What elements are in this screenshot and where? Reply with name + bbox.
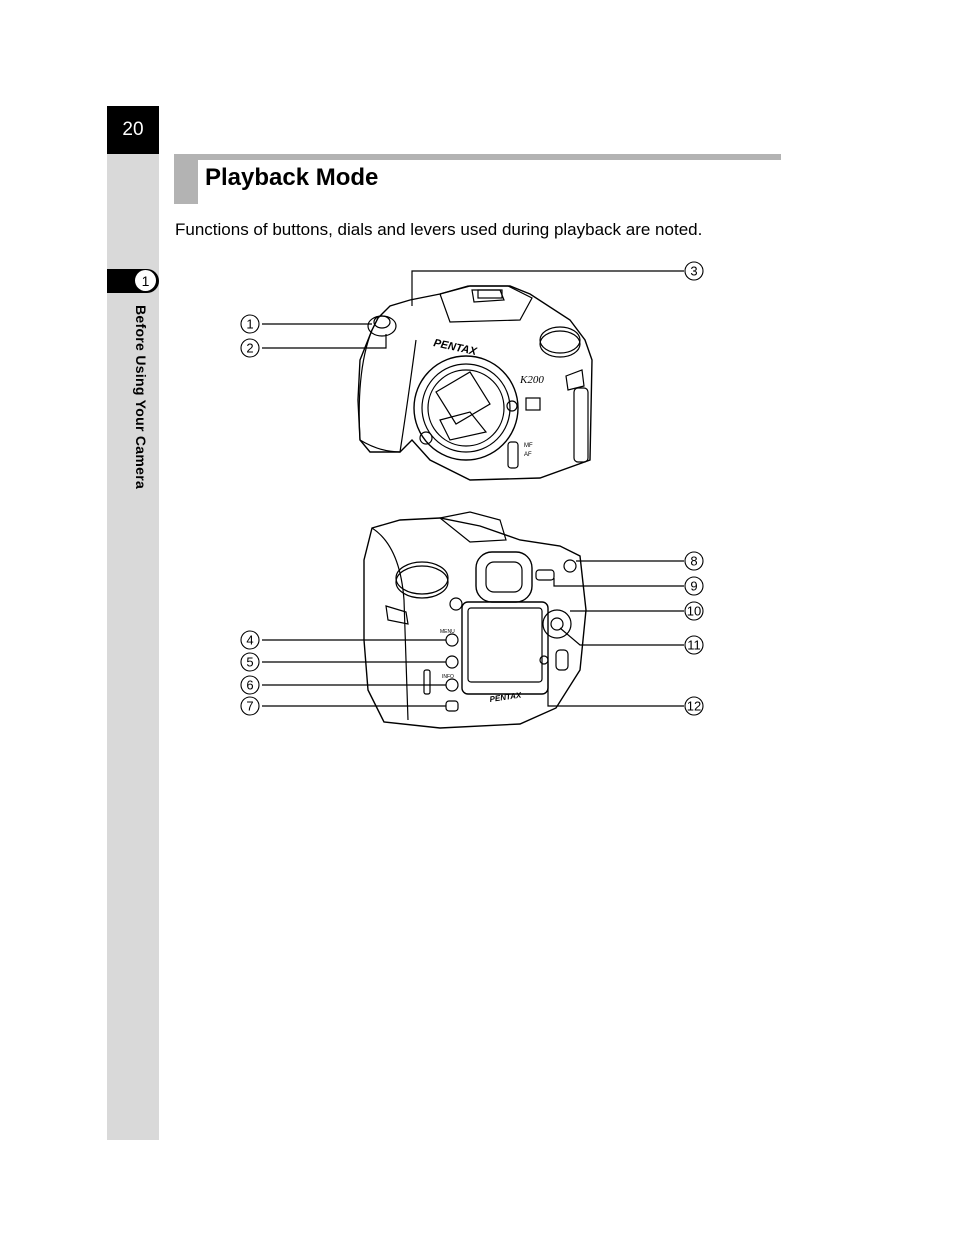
callout-label-2: 2 bbox=[246, 341, 253, 356]
callout-line-12 bbox=[547, 664, 684, 707]
chapter-number: 1 bbox=[135, 270, 156, 291]
callout-circle-1 bbox=[240, 314, 260, 334]
callout-label-1: 1 bbox=[246, 317, 253, 332]
callout-circle-4 bbox=[240, 630, 260, 650]
callout-line-2 bbox=[262, 334, 387, 349]
callout-line-11 bbox=[559, 627, 684, 646]
section-marker bbox=[174, 154, 198, 204]
callout-circle-9 bbox=[684, 576, 704, 596]
callout-circle-7 bbox=[240, 696, 260, 716]
callout-circle-12 bbox=[684, 696, 704, 716]
focus-mode-label-mf: MF bbox=[524, 443, 533, 449]
section-intro: Functions of buttons, dials and levers u… bbox=[175, 220, 703, 239]
callout-label-10: 10 bbox=[687, 604, 701, 619]
front-model-logo: K200 bbox=[519, 374, 544, 386]
callout-line-9 bbox=[553, 578, 684, 587]
callout-circle-8 bbox=[684, 551, 704, 571]
callout-label-12: 12 bbox=[687, 699, 701, 714]
camera-rear-illustration bbox=[363, 511, 587, 729]
chapter-title: Before Using Your Camera bbox=[133, 305, 149, 490]
callout-label-8: 8 bbox=[690, 554, 697, 569]
camera-front-illustration bbox=[357, 285, 593, 481]
callout-circle-10 bbox=[684, 601, 704, 621]
callout-markers bbox=[240, 261, 704, 716]
callout-label-11: 11 bbox=[687, 638, 701, 653]
callout-label-4: 4 bbox=[246, 633, 253, 648]
callout-circle-11 bbox=[684, 635, 704, 655]
page-number: 20 bbox=[107, 106, 159, 154]
callout-label-7: 7 bbox=[246, 699, 253, 714]
info-button-label: INFO bbox=[442, 674, 454, 680]
menu-button-label: MENU bbox=[440, 629, 455, 635]
front-brand-logo: PENTAX bbox=[432, 337, 478, 358]
callout-label-9: 9 bbox=[690, 579, 697, 594]
rear-brand-logo: PENTAX bbox=[489, 691, 522, 704]
callout-circle-6 bbox=[240, 675, 260, 695]
callout-label-5: 5 bbox=[246, 655, 253, 670]
callout-circle-2 bbox=[240, 338, 260, 358]
section-rule bbox=[174, 154, 781, 160]
callout-label-3: 3 bbox=[690, 264, 697, 279]
focus-mode-label-af: AF bbox=[524, 452, 532, 458]
callout-label-6: 6 bbox=[246, 678, 253, 693]
callout-circle-5 bbox=[240, 652, 260, 672]
callout-line-3 bbox=[411, 270, 684, 306]
callout-circle-3 bbox=[684, 261, 704, 281]
section-title: Playback Mode bbox=[205, 164, 379, 191]
